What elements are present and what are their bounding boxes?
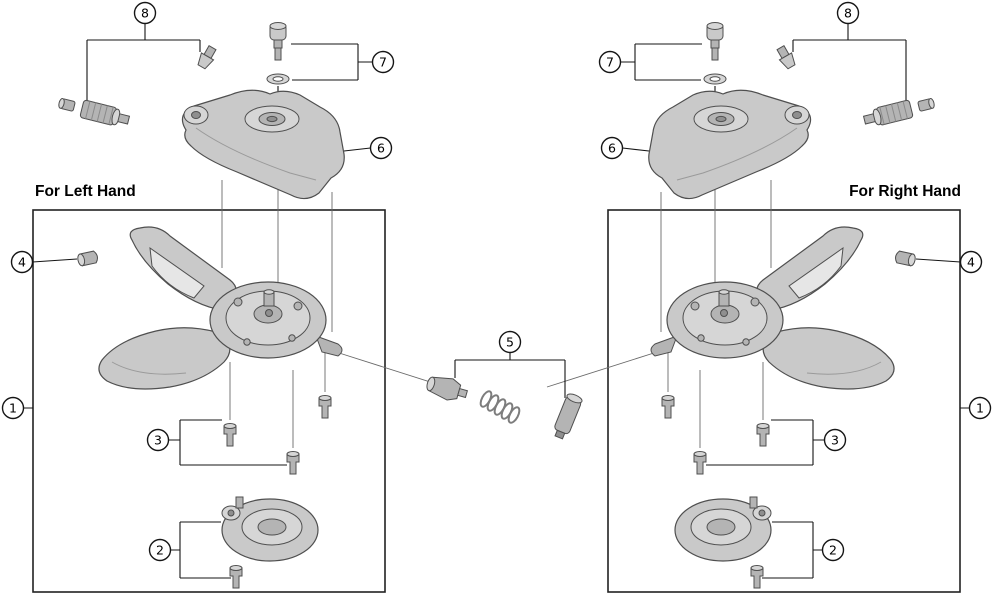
- right-assembly: [547, 23, 970, 593]
- callout-4-right: 4: [959, 250, 983, 274]
- callout-5-center: 5: [498, 330, 522, 354]
- callout-4-left: 4: [10, 250, 34, 274]
- callout-1-right: 1: [968, 396, 992, 420]
- callout-number: 6: [608, 141, 616, 156]
- part-spring: [479, 390, 521, 424]
- callout-circle: [498, 330, 522, 354]
- leader-lines-5: [454, 352, 566, 398]
- callout-circle: [959, 250, 983, 274]
- callout-circle: [968, 396, 992, 420]
- callout-circle: [821, 538, 845, 562]
- callout-number: 2: [156, 543, 164, 558]
- callout-circle: [600, 136, 624, 160]
- callout-8-right: 8: [836, 1, 860, 25]
- callout-circle: [598, 50, 622, 74]
- callout-number: 8: [141, 6, 149, 21]
- callout-number: 1: [976, 401, 984, 416]
- callout-number: 3: [831, 433, 839, 448]
- callout-number: 4: [967, 255, 975, 270]
- callout-number: 8: [844, 6, 852, 21]
- callout-2-right: 2: [821, 538, 845, 562]
- callout-3-right: 3: [823, 428, 847, 452]
- callout-6-left: 6: [369, 136, 393, 160]
- callout-number: 3: [154, 433, 162, 448]
- part-barrel-adjuster: [426, 376, 469, 401]
- callout-circle: [133, 1, 157, 25]
- callout-circle: [836, 1, 860, 25]
- callout-number: 5: [506, 335, 514, 350]
- callout-circle: [148, 538, 172, 562]
- callout-7-right: 7: [598, 50, 622, 74]
- callout-3-left: 3: [146, 428, 170, 452]
- callout-circle: [146, 428, 170, 452]
- callout-6-right: 6: [600, 136, 624, 160]
- callout-7-left: 7: [371, 50, 395, 74]
- callout-number: 1: [9, 401, 17, 416]
- right-hand-caption: For Right Hand: [849, 183, 961, 200]
- left-hand-caption: For Left Hand: [35, 183, 136, 200]
- callout-circle: [369, 136, 393, 160]
- part-cable-fixing-bolt: [554, 393, 583, 440]
- callout-8-left: 8: [133, 1, 157, 25]
- callout-1-left: 1: [1, 396, 25, 420]
- callout-circle: [371, 50, 395, 74]
- callout-number: 4: [18, 255, 26, 270]
- callout-number: 7: [606, 55, 614, 70]
- callout-number: 6: [377, 141, 385, 156]
- center-parts: [426, 352, 583, 440]
- left-assembly: [24, 23, 447, 593]
- callout-circle: [823, 428, 847, 452]
- callout-circle: [1, 396, 25, 420]
- callout-number: 7: [379, 55, 387, 70]
- callout-circle: [10, 250, 34, 274]
- callout-number: 2: [829, 543, 837, 558]
- callout-2-left: 2: [148, 538, 172, 562]
